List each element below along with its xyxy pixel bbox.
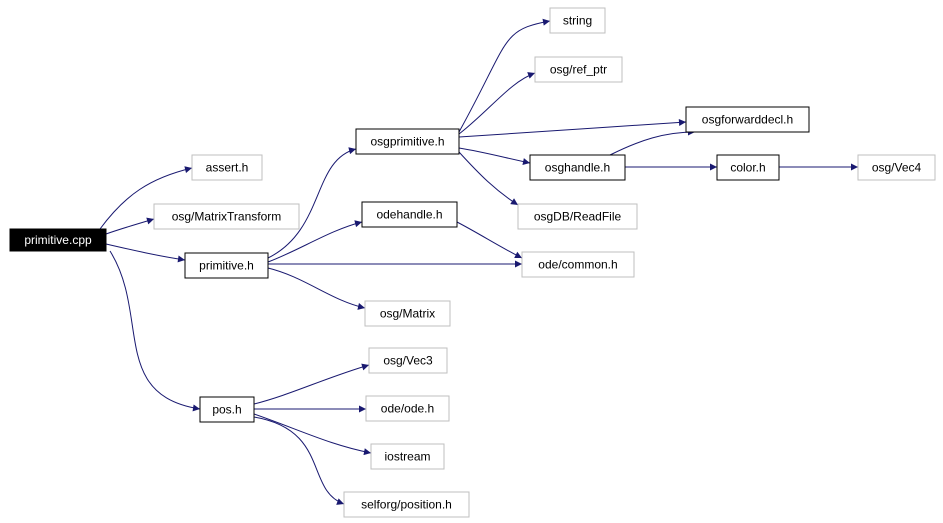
node-box xyxy=(9,228,107,252)
node-box xyxy=(716,154,780,181)
edge-primitive_cpp-to-primitive_h xyxy=(105,243,186,263)
node-box xyxy=(517,203,638,230)
node-box xyxy=(529,154,626,181)
edge-osgprimitive_h-to-string xyxy=(458,18,551,133)
node-label: assert.h xyxy=(206,161,249,175)
node-ode-ode-h[interactable]: ode/ode.h xyxy=(365,395,450,422)
edge-osgprimitive_h-to-osghandle_h xyxy=(458,147,531,165)
edge-osghandle_h-to-osgforwarddecl_h xyxy=(609,128,696,156)
node-label: iostream xyxy=(384,450,430,464)
node-label: pos.h xyxy=(212,403,241,417)
edge-primitive_cpp-to-pos_h xyxy=(109,250,201,412)
node-label: osg/Vec3 xyxy=(383,354,433,368)
node-box xyxy=(534,56,623,83)
node-label: osgDB/ReadFile xyxy=(534,210,622,224)
node-box xyxy=(153,203,300,230)
node-box xyxy=(199,396,255,423)
edge-primitive_cpp-to-osg_matrixtransform xyxy=(105,217,155,235)
node-label: osg/Vec4 xyxy=(872,161,922,175)
node-string[interactable]: string xyxy=(549,7,606,34)
node-box xyxy=(857,154,936,181)
node-label: primitive.h xyxy=(199,259,254,273)
node-osghandle-h[interactable]: osghandle.h xyxy=(529,154,626,181)
edge-osgprimitive_h-to-osgdb_readfile xyxy=(458,151,519,206)
node-label: osghandle.h xyxy=(545,161,610,175)
node-box xyxy=(191,154,263,181)
node-box xyxy=(549,7,606,34)
edge-odehandle_h-to-ode_common_h xyxy=(456,221,523,259)
node-box xyxy=(370,443,445,470)
edge-primitive_h-to-odehandle_h xyxy=(267,220,363,263)
edge-osgprimitive_h-to-osg_ref_ptr xyxy=(458,72,536,135)
node-label: primitive.cpp xyxy=(24,233,92,247)
node-box xyxy=(365,395,450,422)
node-box xyxy=(364,300,451,327)
node-label: ode/ode.h xyxy=(381,402,434,416)
node-label: color.h xyxy=(730,161,765,175)
edge-osgprimitive_h-to-osgforwarddecl_h xyxy=(458,118,687,138)
node-label: osgprimitive.h xyxy=(370,135,444,149)
node-primitive-h[interactable]: primitive.h xyxy=(184,252,269,279)
node-osgforwarddecl-h[interactable]: osgforwarddecl.h xyxy=(685,106,810,133)
node-ode-common-h[interactable]: ode/common.h xyxy=(521,251,635,278)
node-primitive-cpp[interactable]: primitive.cpp xyxy=(9,228,107,252)
nodes-layer: primitive.cpp assert.h osg/MatrixTransform… xyxy=(9,7,936,518)
node-assert-h[interactable]: assert.h xyxy=(191,154,263,181)
node-osgdb-readfile[interactable]: osgDB/ReadFile xyxy=(517,203,638,230)
node-label: ode/common.h xyxy=(538,258,617,272)
node-box xyxy=(184,252,269,279)
node-osg-ref-ptr[interactable]: osg/ref_ptr xyxy=(534,56,623,83)
node-label: osg/MatrixTransform xyxy=(172,210,282,224)
node-color-h[interactable]: color.h xyxy=(716,154,780,181)
edge-pos_h-to-iostream xyxy=(253,413,372,456)
node-selforg-position-h[interactable]: selforg/position.h xyxy=(343,491,470,518)
edge-primitive_h-to-osg_matrix xyxy=(267,267,366,310)
node-box xyxy=(361,201,458,228)
edge-primitive_cpp-to-assert_h xyxy=(99,166,193,230)
node-box xyxy=(343,491,470,518)
node-label: odehandle.h xyxy=(376,208,442,222)
node-pos-h[interactable]: pos.h xyxy=(199,396,255,423)
node-label: selforg/position.h xyxy=(361,498,452,512)
node-osg-matrixtransform[interactable]: osg/MatrixTransform xyxy=(153,203,300,230)
node-osg-vec3[interactable]: osg/Vec3 xyxy=(368,347,448,374)
node-label: string xyxy=(563,14,592,28)
node-odehandle-h[interactable]: odehandle.h xyxy=(361,201,458,228)
node-box xyxy=(355,128,460,155)
edge-pos_h-to-selforg_position_h xyxy=(253,416,345,505)
node-box xyxy=(685,106,810,133)
node-iostream[interactable]: iostream xyxy=(370,443,445,470)
node-label: osgforwarddecl.h xyxy=(702,113,793,127)
edge-pos_h-to-osg_vec3 xyxy=(253,363,370,405)
node-box xyxy=(368,347,448,374)
node-osgprimitive-h[interactable]: osgprimitive.h xyxy=(355,128,460,155)
node-osg-vec4[interactable]: osg/Vec4 xyxy=(857,154,936,181)
node-osg-matrix[interactable]: osg/Matrix xyxy=(364,300,451,327)
node-label: osg/Matrix xyxy=(380,307,435,321)
node-label: osg/ref_ptr xyxy=(550,63,607,77)
node-box xyxy=(521,251,635,278)
edge-primitive_h-to-osgprimitive_h xyxy=(267,147,357,259)
